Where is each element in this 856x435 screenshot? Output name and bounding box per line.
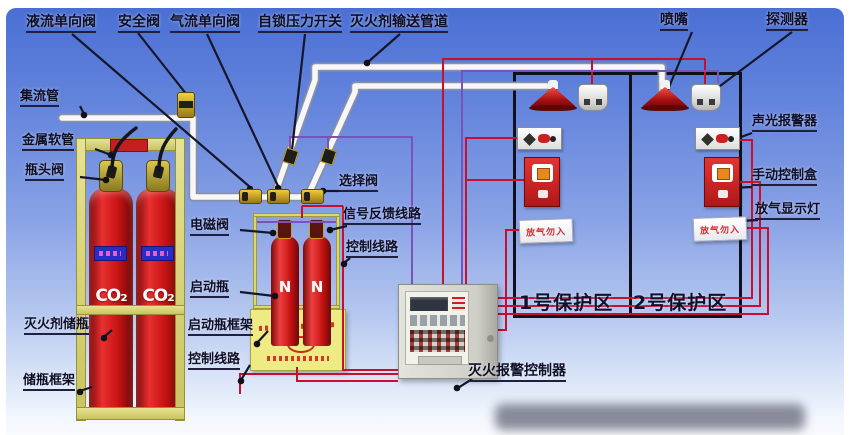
alarm-dot	[550, 136, 556, 142]
cylinder-label-band	[94, 246, 127, 261]
manual-control-box-2	[704, 157, 740, 207]
label-signal-feedback-line: 信号反馈线路	[343, 207, 422, 226]
label-pressure-switch: 自锁压力开关	[258, 14, 342, 34]
storage-frame-bottom-bar	[76, 407, 185, 420]
label-agent-storage-bottle: 灭火剂储瓶	[24, 317, 90, 336]
label-nozzle: 喷嘴	[660, 12, 688, 32]
label-safety-valve: 安全阀	[118, 14, 160, 34]
storage-frame-left-bar	[76, 138, 86, 421]
controller-buttons	[410, 315, 465, 326]
label-storage-bottle-frame: 储瓶框架	[23, 373, 76, 392]
label-control-line-left: 控制线路	[188, 352, 241, 371]
controller-keypad	[410, 330, 465, 352]
gas-release-sign-2: 放气勿入	[692, 216, 748, 242]
label-delivery-pipe: 灭火剂输送管道	[350, 14, 448, 34]
agent-cylinder-2: CO₂	[136, 188, 180, 419]
agent-cylinder-1: CO₂	[89, 188, 133, 419]
box-slot	[718, 190, 728, 198]
safety-valve	[177, 92, 195, 118]
label-detector: 探测器	[766, 12, 808, 32]
label-gas-check-valve: 气流单向阀	[170, 14, 240, 34]
storage-frame-right-bar	[175, 138, 185, 421]
gas-check-valve	[267, 189, 290, 204]
selection-valve	[301, 189, 324, 204]
label-gas-release-lamp: 放气显示灯	[755, 202, 821, 221]
label-starter-bottle: 启动瓶	[190, 280, 230, 299]
controller-display	[410, 297, 448, 311]
starter-bottle-text: N	[278, 278, 292, 296]
manual-control-box-1	[524, 157, 560, 207]
label-sound-light-alarm: 声光报警器	[752, 114, 818, 133]
label-control-line-mid: 控制线路	[346, 240, 399, 259]
sound-light-alarm-2	[695, 127, 740, 150]
label-selection-valve: 选择阀	[339, 174, 379, 193]
alarm-strobe	[716, 134, 728, 143]
storage-frame-mid-bar	[76, 305, 185, 315]
cylinder-label-band	[141, 246, 174, 261]
controller-knob	[487, 335, 494, 342]
solenoid-valve-2	[309, 219, 324, 239]
label-liquid-check-valve: 液流单向阀	[26, 14, 96, 34]
starter-bottle-2: N	[303, 236, 331, 346]
alarm-horn-icon	[701, 133, 714, 146]
starter-frame-top-bar	[253, 213, 340, 217]
watermark	[495, 404, 805, 430]
label-fire-alarm-controller: 灭火报警控制器	[468, 363, 566, 383]
solenoid-valve-1	[277, 219, 292, 239]
box-button	[537, 168, 550, 180]
box-button	[717, 168, 730, 180]
alarm-horn-icon	[523, 133, 536, 146]
label-solenoid-valve: 电磁阀	[190, 218, 230, 237]
starter-bottle-text: N	[310, 278, 324, 296]
cylinder-gas-text: CO₂	[95, 286, 127, 306]
label-manifold: 集流管	[20, 89, 60, 108]
liquid-check-valve	[239, 189, 262, 204]
gas-release-sign-1: 放气勿入	[518, 218, 574, 244]
label-manual-control-box: 手动控制盒	[752, 168, 818, 187]
label-zone1: 1号保护区	[519, 292, 614, 314]
smoke-detector-1	[578, 84, 608, 111]
protection-zones-outline	[513, 72, 742, 318]
label-metal-hose: 金属软管	[22, 133, 75, 152]
smoke-detector-2	[691, 84, 721, 111]
zone-divider	[629, 75, 632, 315]
nozzle-base	[529, 105, 577, 111]
alarm-strobe	[538, 134, 550, 143]
label-zone2: 2号保护区	[633, 292, 728, 314]
cylinder-gas-text: CO₂	[142, 286, 174, 306]
controller-face	[405, 291, 469, 365]
fire-alarm-controller	[398, 284, 498, 379]
nozzle-base	[641, 105, 689, 111]
board-text-row	[267, 356, 329, 361]
nozzle-cap	[548, 80, 558, 89]
sound-light-alarm-1	[517, 127, 562, 150]
controller-tag	[418, 356, 462, 365]
label-bottle-head-valve: 瓶头阀	[25, 163, 65, 182]
label-starter-bottle-frame: 启动瓶框架	[188, 318, 254, 337]
box-slot	[538, 190, 548, 198]
alarm-dot	[728, 136, 734, 142]
controller-leds	[452, 297, 465, 311]
starter-bottle-1: N	[271, 236, 299, 346]
nozzle-cap	[660, 80, 670, 89]
